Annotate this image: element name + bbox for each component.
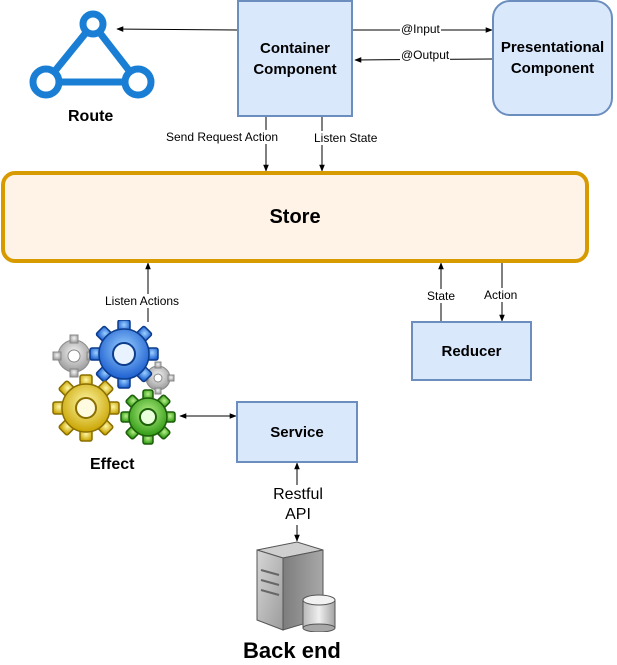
server-database-icon [256,541,336,632]
reducer[interactable]: Reducer [411,321,532,381]
store[interactable]: Store [1,171,589,263]
presentational-component[interactable]: Presentational Component [492,0,613,116]
effect-label: Effect [90,456,135,473]
send-request-action-label: Send Request Action [165,130,280,144]
listen-state-label: Listen State [313,131,379,145]
action-label: Action [483,288,519,302]
output-label: @Output [400,48,451,62]
route-label: Route [68,108,114,125]
service[interactable]: Service [236,401,358,463]
route-triangle-icon [29,10,155,99]
listen-actions-label: Listen Actions [104,294,181,308]
gears-icon [52,320,176,445]
edge-container-to-route [116,26,238,32]
input-label: @Input [400,22,441,36]
container-component[interactable]: Container Component [237,0,353,117]
state-label: State [426,289,457,303]
restful-api-label: Restful API [266,485,330,525]
backend-label: Back end [243,638,341,663]
